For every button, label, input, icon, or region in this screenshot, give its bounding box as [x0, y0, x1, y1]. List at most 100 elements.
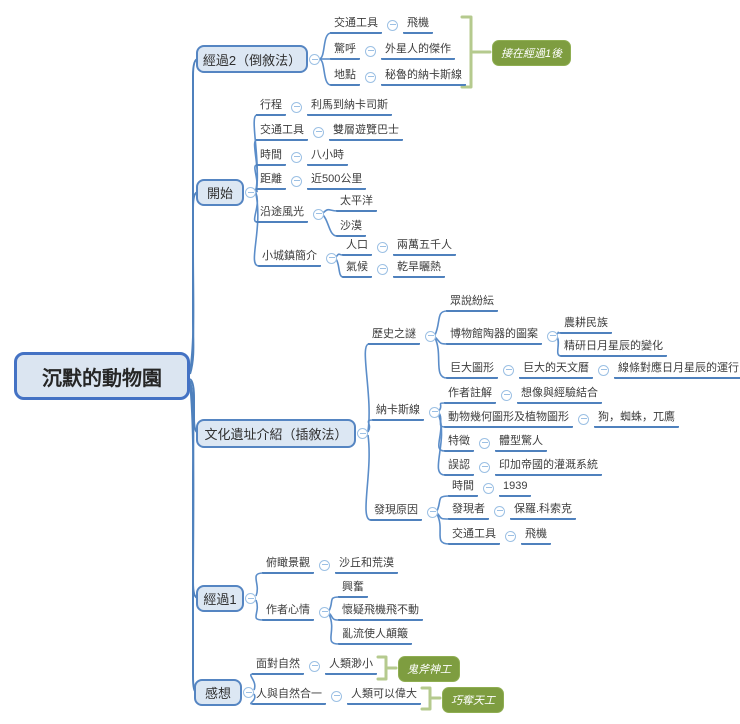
topic[interactable]: 人類渺小 [325, 657, 377, 675]
collapse-icon[interactable] [243, 687, 254, 698]
collapse-icon[interactable] [578, 413, 589, 425]
topic-row: 交通工具 飛機 [330, 16, 433, 34]
topic[interactable]: 發現者 [448, 502, 489, 520]
collapse-icon[interactable] [245, 593, 256, 604]
collapse-icon[interactable] [313, 208, 324, 220]
topic[interactable]: 保羅.科索克 [510, 502, 577, 520]
topic[interactable]: 懷疑飛機飛不動 [338, 603, 423, 621]
collapse-icon[interactable] [483, 482, 494, 494]
topic[interactable]: 巨大的天文曆 [519, 361, 593, 379]
topic[interactable]: 誤認 [444, 458, 474, 476]
topic[interactable]: 巨大圖形 [446, 361, 498, 379]
collapse-icon[interactable] [365, 71, 376, 83]
collapse-icon[interactable] [494, 505, 505, 517]
topic[interactable]: 外星人的傑作 [381, 42, 455, 60]
topic[interactable]: 時間 [448, 479, 478, 497]
collapse-icon[interactable] [245, 187, 256, 198]
collapse-icon[interactable] [429, 406, 440, 418]
collapse-icon[interactable] [291, 101, 302, 113]
topic[interactable]: 秘魯的納卡斯線 [381, 68, 466, 86]
collapse-icon[interactable] [427, 506, 438, 518]
collapse-icon[interactable] [377, 241, 388, 253]
topic[interactable]: 面對自然 [252, 657, 304, 675]
topic[interactable]: 時間 [256, 148, 286, 166]
branch-topic-culture[interactable]: 文化遺址介紹（插敘法） [196, 419, 356, 448]
branch-topic-kaishi[interactable]: 開始 [196, 179, 244, 206]
branch-topic-jingguo2[interactable]: 經過2（倒敘法） [196, 45, 308, 73]
topic[interactable]: 想像與經驗結合 [517, 386, 602, 404]
topic[interactable]: 雙層遊覽巴士 [329, 123, 403, 141]
collapse-icon[interactable] [309, 660, 320, 672]
root-topic[interactable]: 沉默的動物園 [14, 352, 190, 400]
topic-row: 交通工具 雙層遊覽巴士 [256, 123, 403, 141]
collapse-icon[interactable] [313, 126, 324, 138]
collapse-icon[interactable] [598, 364, 609, 376]
topic[interactable]: 1939 [499, 479, 532, 497]
topic[interactable]: 納卡斯線 [372, 403, 424, 421]
topic[interactable]: 體型驚人 [495, 434, 547, 452]
topic[interactable]: 精研日月星辰的變化 [560, 339, 667, 357]
collapse-icon[interactable] [505, 530, 516, 542]
topic[interactable]: 特徵 [444, 434, 474, 452]
topic[interactable]: 行程 [256, 98, 286, 116]
topic[interactable]: 近500公里 [307, 172, 367, 190]
collapse-icon[interactable] [425, 330, 436, 342]
topic[interactable]: 亂流使人顛簸 [338, 627, 412, 645]
collapse-icon[interactable] [331, 690, 342, 702]
topic[interactable]: 飛機 [403, 16, 433, 34]
collapse-icon[interactable] [365, 45, 376, 57]
topic[interactable]: 博物館陶器的圖案 [446, 327, 542, 345]
callout-note[interactable]: 巧奪天工 [442, 687, 504, 713]
topic[interactable]: 兩萬五千人 [393, 238, 456, 256]
collapse-icon[interactable] [291, 151, 302, 163]
topic[interactable]: 利馬到納卡司斯 [307, 98, 392, 116]
topic[interactable]: 沙漠 [336, 219, 366, 237]
topic[interactable]: 歷史之謎 [368, 327, 420, 345]
topic[interactable]: 飛機 [521, 527, 551, 545]
collapse-icon[interactable] [479, 437, 490, 449]
topic[interactable]: 人口 [342, 238, 372, 256]
topic[interactable]: 眾說紛紜 [446, 294, 498, 312]
topic[interactable]: 小城鎮簡介 [258, 249, 321, 267]
topic[interactable]: 人類可以偉大 [347, 687, 421, 705]
collapse-icon[interactable] [326, 252, 337, 264]
topic[interactable]: 沙丘和荒漠 [335, 556, 398, 574]
topic[interactable]: 狗，蜘蛛，兀鷹 [594, 410, 679, 428]
collapse-icon[interactable] [547, 330, 558, 342]
topic[interactable]: 太平洋 [336, 194, 377, 212]
collapse-icon[interactable] [503, 364, 514, 376]
topic[interactable]: 驚呼 [330, 42, 360, 60]
topic[interactable]: 動物幾何圖形及植物圖形 [444, 410, 573, 428]
topic[interactable]: 發現原因 [370, 503, 422, 521]
topic[interactable]: 作者註解 [444, 386, 496, 404]
topic[interactable]: 線條對應日月星辰的運行 [614, 361, 740, 379]
topic[interactable]: 交通工具 [256, 123, 308, 141]
topic[interactable]: 交通工具 [448, 527, 500, 545]
collapse-icon[interactable] [387, 19, 398, 31]
topic[interactable]: 地點 [330, 68, 360, 86]
callout-note[interactable]: 鬼斧神工 [398, 656, 460, 682]
topic[interactable]: 沿途風光 [256, 205, 308, 223]
topic[interactable]: 興奮 [338, 580, 368, 598]
topic[interactable]: 氣候 [342, 260, 372, 278]
topic[interactable]: 人與自然合一 [252, 687, 326, 705]
topic[interactable]: 交通工具 [330, 16, 382, 34]
topic[interactable]: 俯瞰景觀 [262, 556, 314, 574]
topic[interactable]: 乾旱曬熱 [393, 260, 445, 278]
collapse-icon[interactable] [501, 389, 512, 401]
collapse-icon[interactable] [319, 606, 330, 618]
topic[interactable]: 八小時 [307, 148, 348, 166]
collapse-icon[interactable] [357, 428, 368, 439]
collapse-icon[interactable] [309, 54, 320, 65]
branch-topic-jingguo1[interactable]: 經過1 [196, 585, 244, 612]
topic[interactable]: 農耕民族 [560, 316, 612, 334]
callout-note[interactable]: 接在經過1後 [492, 40, 572, 66]
topic[interactable]: 印加帝國的灌溉系統 [495, 458, 602, 476]
collapse-icon[interactable] [291, 175, 302, 187]
collapse-icon[interactable] [319, 559, 330, 571]
collapse-icon[interactable] [479, 461, 490, 473]
collapse-icon[interactable] [377, 263, 388, 275]
topic[interactable]: 作者心情 [262, 603, 314, 621]
topic[interactable]: 距離 [256, 172, 286, 190]
branch-topic-ganxiang[interactable]: 感想 [194, 679, 242, 706]
